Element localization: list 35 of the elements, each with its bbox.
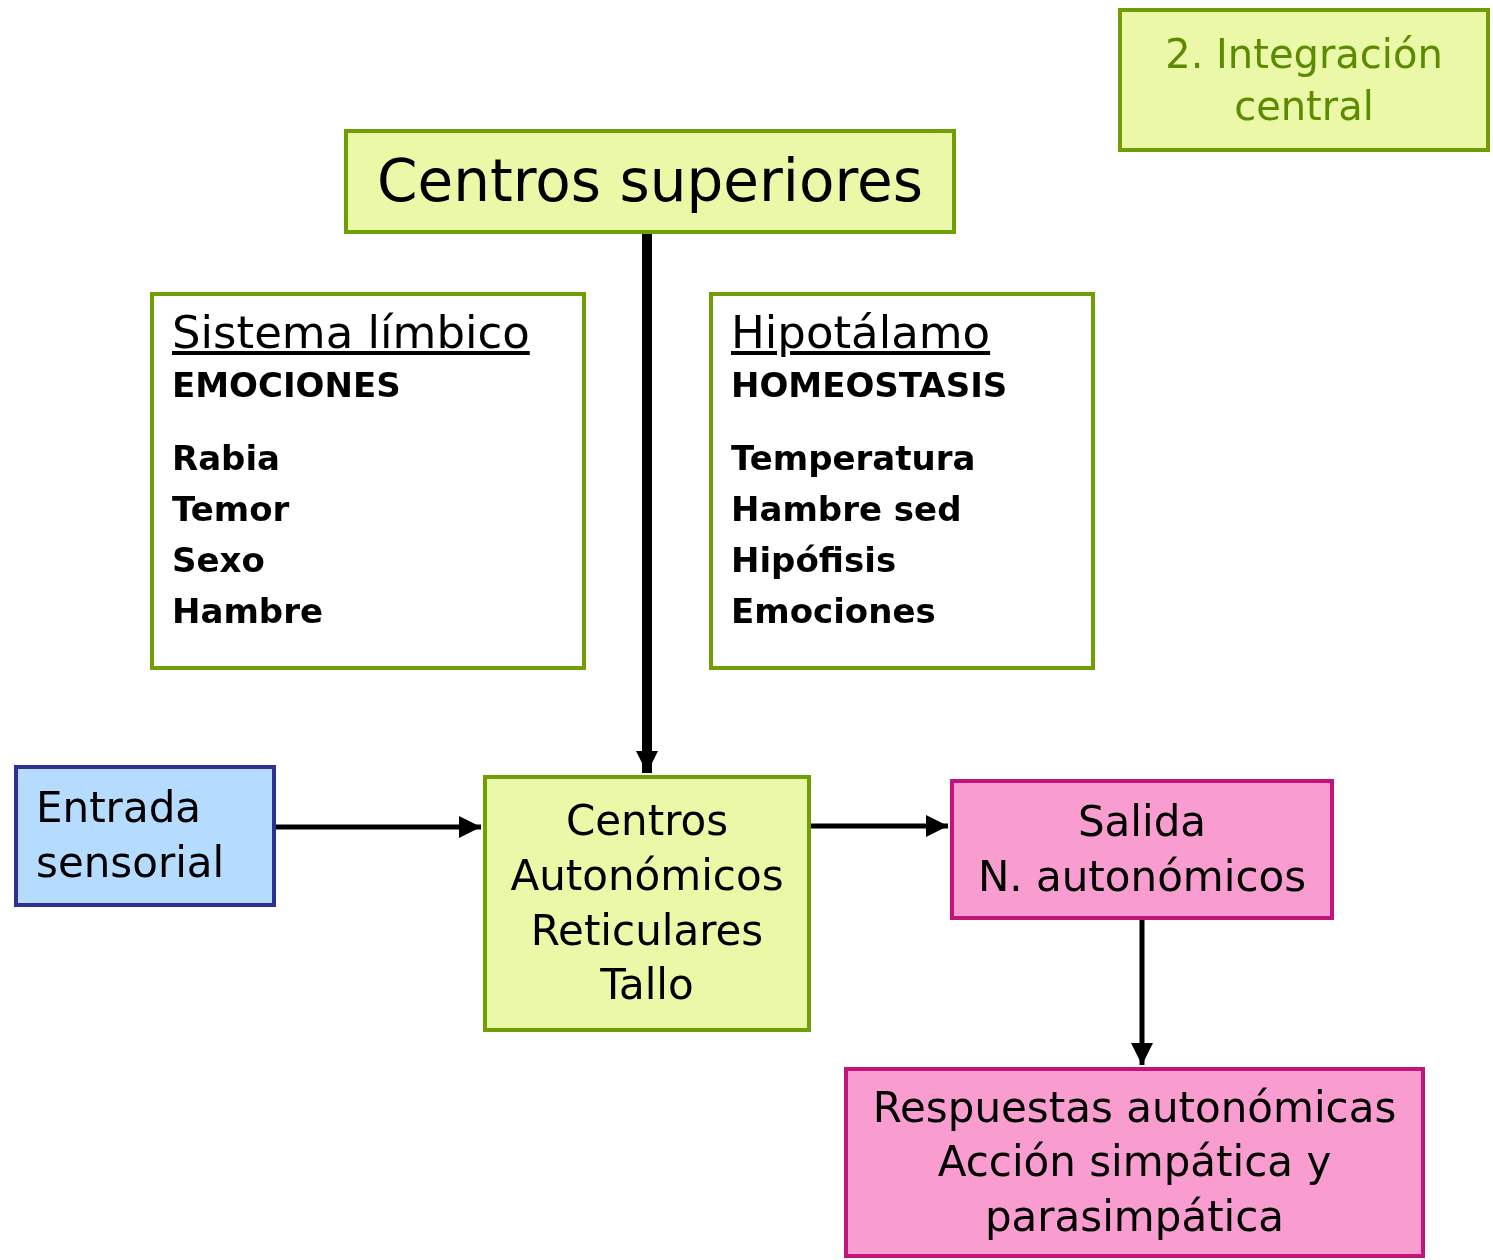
- process-box: [14, 765, 276, 907]
- arrow: [1131, 920, 1153, 1065]
- list-item: Hambre: [172, 590, 323, 633]
- process-box: [844, 1067, 1425, 1258]
- process-box: [344, 129, 956, 234]
- box-subheading: EMOCIONES: [172, 364, 401, 407]
- box-subheading: HOMEOSTASIS: [731, 364, 1008, 407]
- box-text: Salida: [1077, 795, 1207, 848]
- box-text: Entrada sensorial: [36, 782, 226, 889]
- list-item: Rabia: [172, 437, 281, 480]
- list-item: Emociones: [731, 590, 936, 633]
- box-heading: Sistema límbico: [172, 306, 530, 360]
- box-text: Respuestas autonómicas: [872, 1081, 1397, 1134]
- box-text: Acción simpática y parasimpática: [936, 1136, 1333, 1243]
- list-item: Temperatura: [731, 437, 976, 480]
- box-heading: Hipotálamo: [731, 306, 991, 360]
- box-text: 2. Integración central: [1164, 30, 1444, 131]
- arrow: [811, 815, 948, 837]
- process-box: [950, 779, 1334, 920]
- arrow: [276, 816, 481, 838]
- box-text: N. autonómicos: [977, 850, 1307, 903]
- box-text: Centros: [565, 795, 729, 848]
- topic-box: [709, 292, 1095, 670]
- box-text: Autonómicos: [510, 849, 784, 902]
- box-text: Centros superiores: [377, 145, 923, 217]
- box-text: Tallo: [600, 959, 694, 1012]
- list-item: Temor: [172, 488, 290, 531]
- list-item: Sexo: [172, 539, 265, 582]
- box-text: Reticulares: [530, 904, 764, 957]
- process-box: [483, 775, 811, 1032]
- process-box: [1118, 8, 1490, 152]
- list-item: Hipófisis: [731, 539, 897, 582]
- list-item: Hambre sed: [731, 488, 962, 531]
- topic-box: [150, 292, 586, 670]
- arrow: [636, 234, 658, 773]
